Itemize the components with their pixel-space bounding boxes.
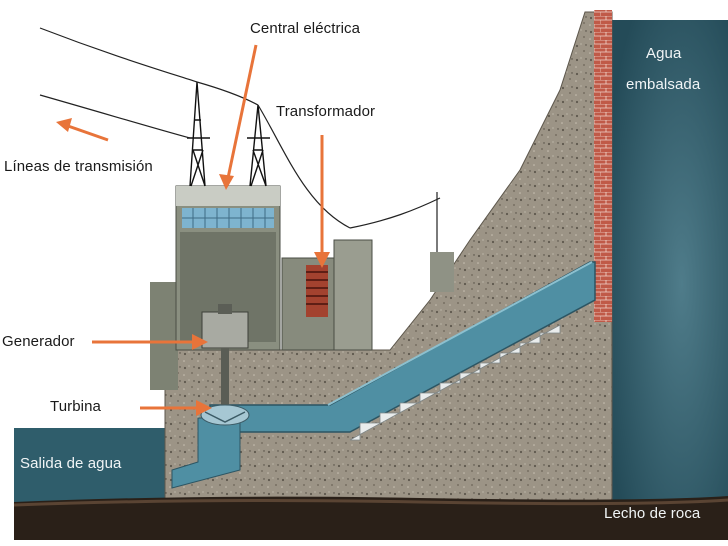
arrow-power-station bbox=[219, 44, 258, 190]
arrow-transmission bbox=[56, 118, 109, 142]
transmission-tower-right bbox=[247, 104, 270, 187]
arrow-turbine bbox=[140, 400, 212, 416]
label-transformer: Transformador bbox=[276, 103, 376, 120]
arrow-transformer bbox=[314, 135, 330, 268]
annex-building bbox=[333, 239, 373, 351]
powerhouse-roof-band bbox=[176, 186, 280, 206]
transformer-coil bbox=[306, 265, 328, 317]
staircase bbox=[349, 324, 561, 441]
powerhouse-windows bbox=[182, 208, 274, 228]
rear-building bbox=[430, 252, 454, 292]
label-generator: Generador bbox=[2, 333, 75, 350]
annotation-arrows bbox=[56, 44, 330, 416]
label-power-station: Central eléctrica bbox=[250, 20, 361, 37]
label-water-outlet: Salida de agua bbox=[20, 455, 122, 472]
label-turbine: Turbina bbox=[50, 398, 102, 415]
transmission-tower-left bbox=[187, 81, 210, 187]
reservoir-water bbox=[612, 20, 728, 500]
dam-concrete bbox=[164, 11, 613, 506]
bedrock bbox=[14, 496, 728, 540]
outlet-water bbox=[14, 428, 172, 504]
power-lines bbox=[39, 27, 441, 252]
label-reservoir-line2: embalsada bbox=[626, 76, 701, 93]
turbine-runner bbox=[200, 404, 250, 426]
building-side-left bbox=[150, 282, 178, 390]
label-reservoir-line1: Agua bbox=[646, 45, 682, 62]
dam-brick-column bbox=[594, 10, 612, 322]
label-bedrock: Lecho de roca bbox=[604, 505, 701, 522]
arrow-generator bbox=[92, 334, 208, 350]
label-transmission-lines: Líneas de transmisión bbox=[4, 158, 153, 175]
generator-assembly bbox=[201, 304, 249, 408]
